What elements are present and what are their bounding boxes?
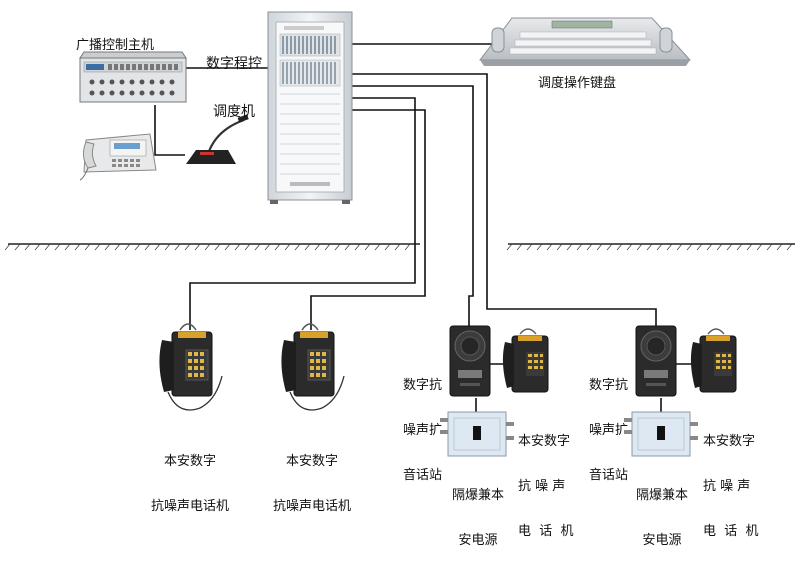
explosion-phone-icon-1 xyxy=(159,323,223,411)
psu2-label-line1: 隔爆兼本 xyxy=(635,488,688,503)
station2-label-line2: 噪声扩 xyxy=(589,423,629,438)
ground-line-left xyxy=(4,243,420,251)
wire-phone2 xyxy=(310,109,426,330)
power-supply-icon-1 xyxy=(440,411,514,457)
phone1-label: 本安数字 抗噪声电话机 xyxy=(140,424,240,529)
dispatcher-label-line1: 数字程控 xyxy=(206,56,262,72)
station1-label-line2: 噪声扩 xyxy=(403,423,443,438)
station2-label: 数字抗 噪声扩 音话站 xyxy=(589,348,628,498)
station2-label-line3: 音话站 xyxy=(589,468,629,483)
psu2-label-line2: 安电源 xyxy=(642,533,682,548)
ground-line-right xyxy=(506,243,795,251)
phone2-label: 本安数字 抗噪声电话机 xyxy=(262,424,362,529)
station2-label-line1: 数字抗 xyxy=(589,378,629,393)
dispatcher-label: 数字程控 调度机 xyxy=(198,24,270,136)
wire-host-mic xyxy=(154,105,185,156)
phone1-label-line1: 本安数字 xyxy=(163,454,216,469)
broadcast-host-icon xyxy=(79,51,187,103)
station2-phone-label-line1: 本安数字 xyxy=(703,434,756,449)
speaker-station-icon-2 xyxy=(635,325,677,397)
station2-phone-label-line3: 电 话 机 xyxy=(703,524,759,539)
broadcast-host-label: 广播控制主机 xyxy=(76,38,155,53)
station1-phone-label: 本安数字 抗 噪 声 电 话 机 xyxy=(518,404,574,554)
station1-label-line1: 数字抗 xyxy=(403,378,443,393)
dispatcher-label-line2: 调度机 xyxy=(213,104,255,120)
psu1-label: 隔爆兼本 安电源 xyxy=(436,458,520,563)
speaker-station-icon-1 xyxy=(449,325,491,397)
station1-label: 数字抗 噪声扩 音话站 xyxy=(403,348,442,498)
wire-station1 xyxy=(352,85,474,326)
psu2-label: 隔爆兼本 安电源 xyxy=(620,458,704,563)
wire-station2 xyxy=(352,73,657,326)
station1-label-line3: 音话站 xyxy=(403,468,443,483)
station2-phone-label: 本安数字 抗 噪 声 电 话 机 xyxy=(703,404,759,554)
wire-phone1 xyxy=(189,97,416,330)
psu1-label-line2: 安电源 xyxy=(458,533,498,548)
console-keyboard-icon xyxy=(478,17,692,66)
phone2-label-line1: 本安数字 xyxy=(285,454,338,469)
explosion-phone-icon-2 xyxy=(281,323,345,411)
power-supply-icon-2 xyxy=(624,411,698,457)
station-phone-icon-2 xyxy=(690,328,737,393)
station2-phone-label-line2: 抗 噪 声 xyxy=(703,479,751,494)
station1-phone-label-line3: 电 话 机 xyxy=(518,524,574,539)
diagram-canvas xyxy=(4,11,795,457)
station1-phone-label-line1: 本安数字 xyxy=(518,434,571,449)
server-cabinet-icon xyxy=(267,11,353,204)
station1-phone-label-line2: 抗 噪 声 xyxy=(518,479,566,494)
desk-phone-icon xyxy=(79,133,157,181)
psu1-label-line1: 隔爆兼本 xyxy=(451,488,504,503)
connection-wires xyxy=(154,43,700,412)
network-diagram: 广播控制主机 数字程控 调度机 调度操作键盘 本安数字 抗噪声电话机 本安数字 … xyxy=(4,11,795,548)
phone1-label-line2: 抗噪声电话机 xyxy=(150,499,229,514)
keyboard-label: 调度操作键盘 xyxy=(538,76,617,91)
phone2-label-line2: 抗噪声电话机 xyxy=(272,499,351,514)
station-phone-icon-1 xyxy=(502,328,549,393)
microphone-icon xyxy=(186,114,249,164)
